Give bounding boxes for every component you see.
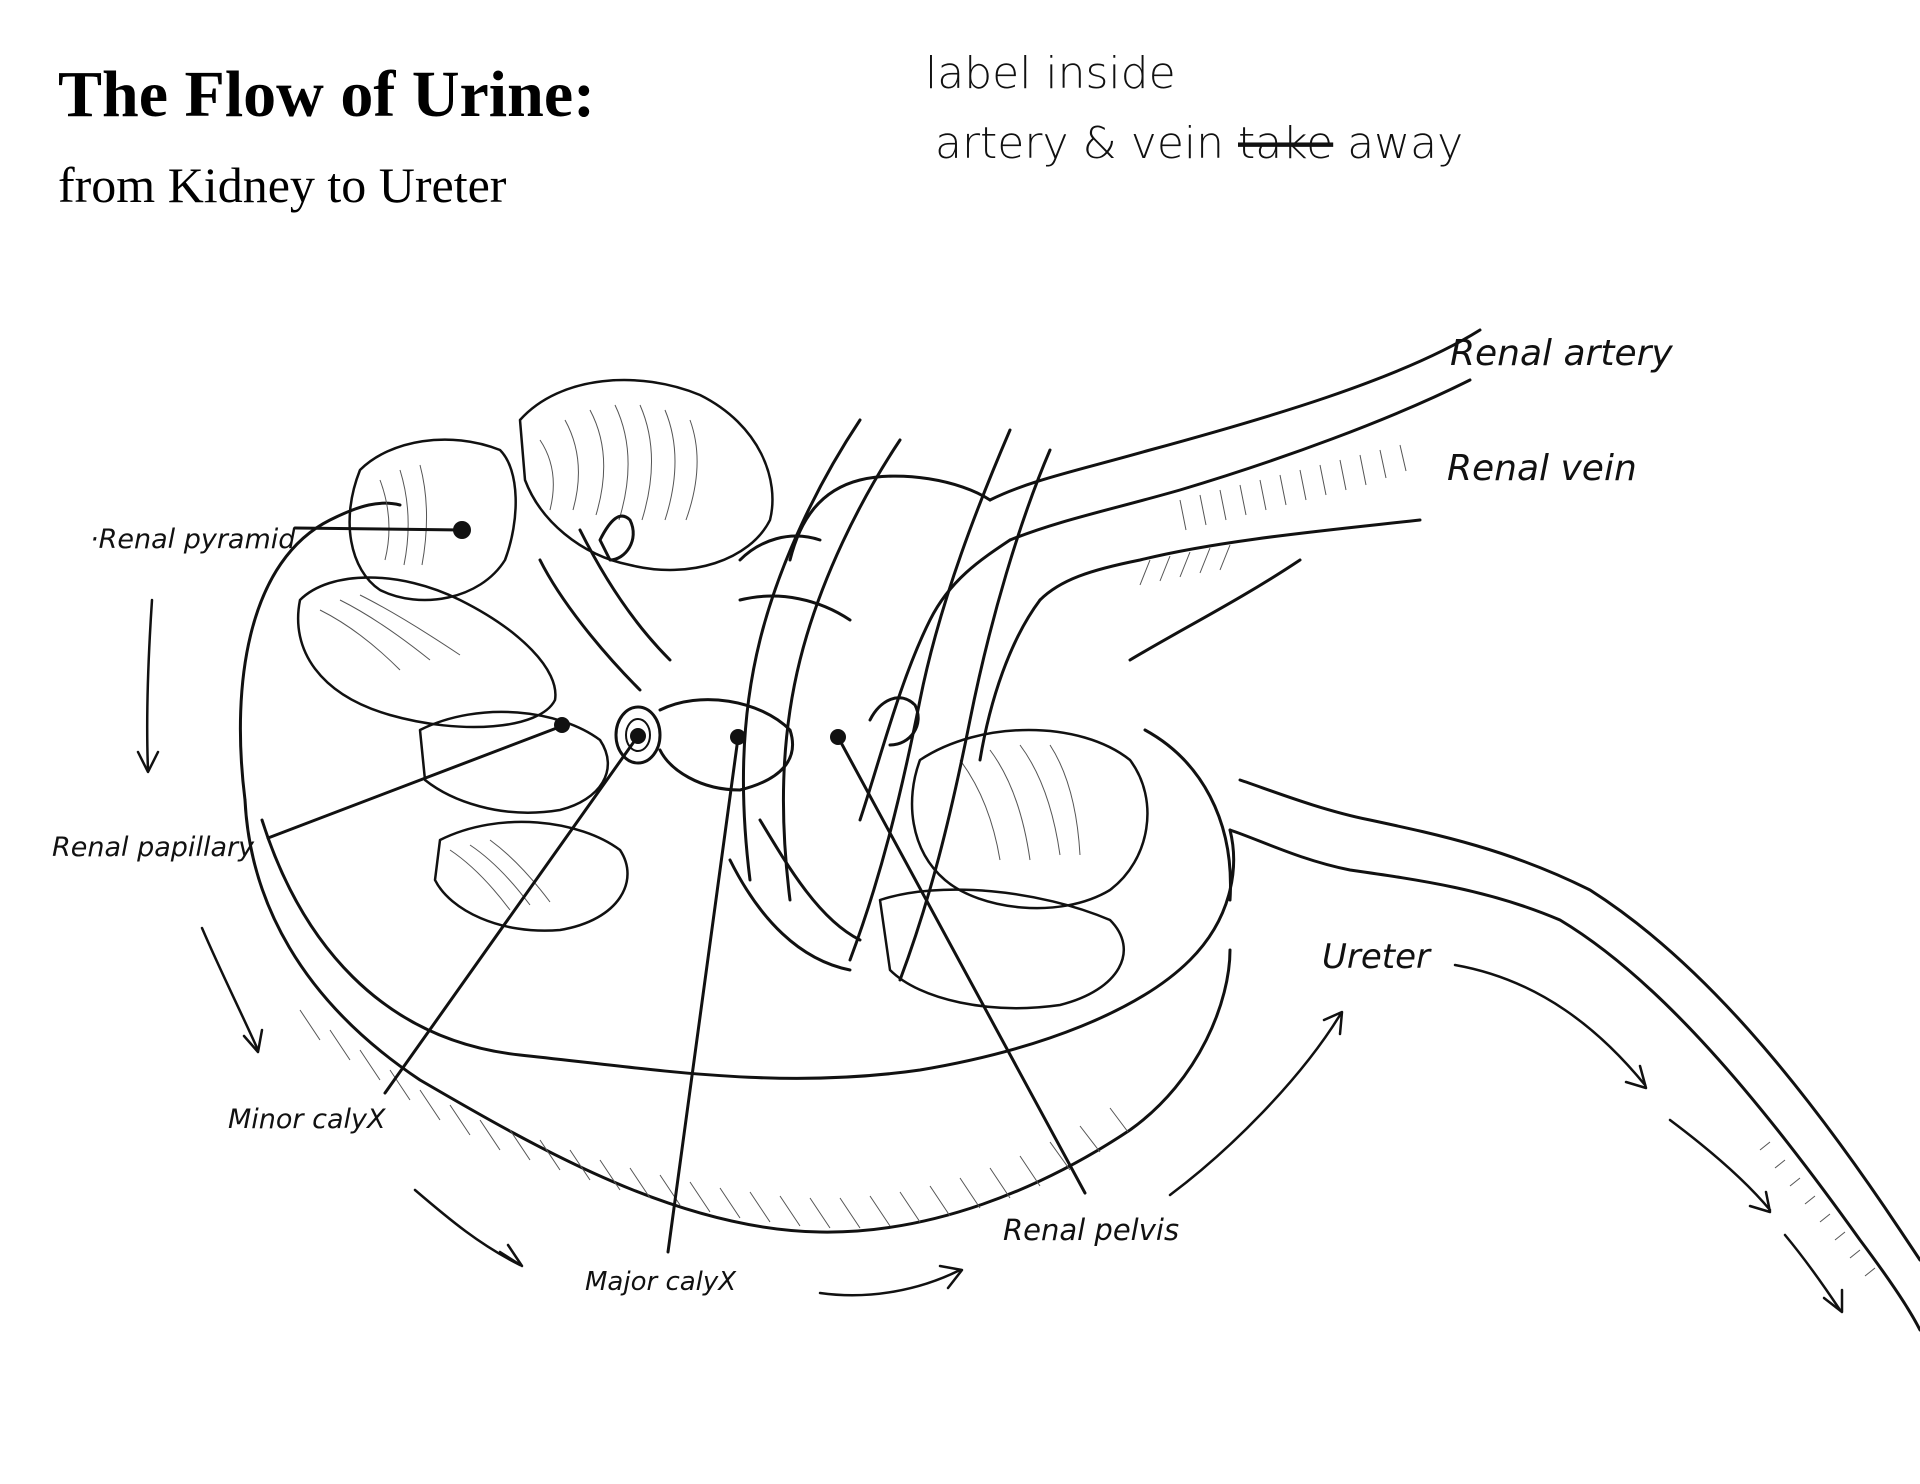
renal-vessels [738, 328, 1482, 982]
dot-major-calyx [730, 729, 746, 745]
label-renal-papillary: Renal papillary [52, 832, 255, 863]
flow-arrow-7 [1668, 1118, 1772, 1212]
flow-arrow-4-head [938, 1264, 964, 1290]
page-subtitle: from Kidney to Ureter [58, 157, 507, 213]
leader-minor-calyx [383, 734, 640, 1095]
note-line-2-end: away [1333, 118, 1463, 169]
label-major-calyx: Major calyX [585, 1267, 737, 1297]
flow-arrow-5-head [1322, 1010, 1344, 1036]
label-dots [453, 521, 846, 745]
flow-arrow-6 [1453, 963, 1647, 1087]
flow-arrow-1 [145, 598, 154, 772]
kidney-body [238, 501, 1236, 1234]
leader-lines [266, 526, 1087, 1254]
ureter-tube [1228, 778, 1920, 1332]
leader-renal-pyramid [293, 526, 464, 532]
flow-arrow-2 [200, 926, 260, 1052]
label-renal-pyramid: ·Renal pyramid [90, 524, 296, 555]
label-minor-calyx: Minor calyX [228, 1104, 386, 1135]
editor-note: label inside artery & vein take away [925, 48, 1463, 169]
note-line-2: artery & vein take away [935, 118, 1463, 169]
label-ureter: Ureter [1322, 937, 1432, 977]
flow-arrow-3-head [498, 1243, 524, 1268]
note-struck-word: take [1238, 118, 1333, 169]
note-line-1: label inside [925, 48, 1176, 99]
calyces [538, 514, 920, 972]
flow-arrow-6-head [1624, 1064, 1648, 1090]
dot-renal-pelvis [830, 729, 846, 745]
flow-arrow-8 [1783, 1233, 1842, 1312]
flow-arrow-3 [413, 1188, 522, 1267]
flow-arrow-2-head [242, 1028, 264, 1054]
flow-arrow-7-head [1748, 1190, 1772, 1214]
flow-arrow-4 [818, 1268, 962, 1297]
page-title: The Flow of Urine: [58, 58, 596, 131]
label-renal-pelvis: Renal pelvis [1003, 1213, 1179, 1247]
dot-renal-pyramid [453, 521, 471, 539]
leader-renal-pelvis [836, 735, 1087, 1195]
flow-arrows [136, 598, 1844, 1314]
leader-major-calyx [666, 736, 740, 1254]
renal-pyramids [296, 378, 1149, 1010]
label-renal-vein: Renal vein [1447, 448, 1637, 489]
dot-renal-papillary [554, 717, 570, 733]
label-renal-artery: Renal artery [1450, 333, 1673, 374]
dot-minor-calyx [630, 728, 646, 744]
flow-arrow-1-head [136, 750, 160, 774]
flow-arrow-5 [1168, 1013, 1342, 1197]
flow-arrow-8-head [1822, 1288, 1844, 1314]
note-line-2-start: artery & vein [935, 118, 1238, 169]
leader-renal-papillary [266, 724, 564, 840]
structure-labels: ·Renal pyramid Renal papillary Minor cal… [52, 333, 1673, 1297]
